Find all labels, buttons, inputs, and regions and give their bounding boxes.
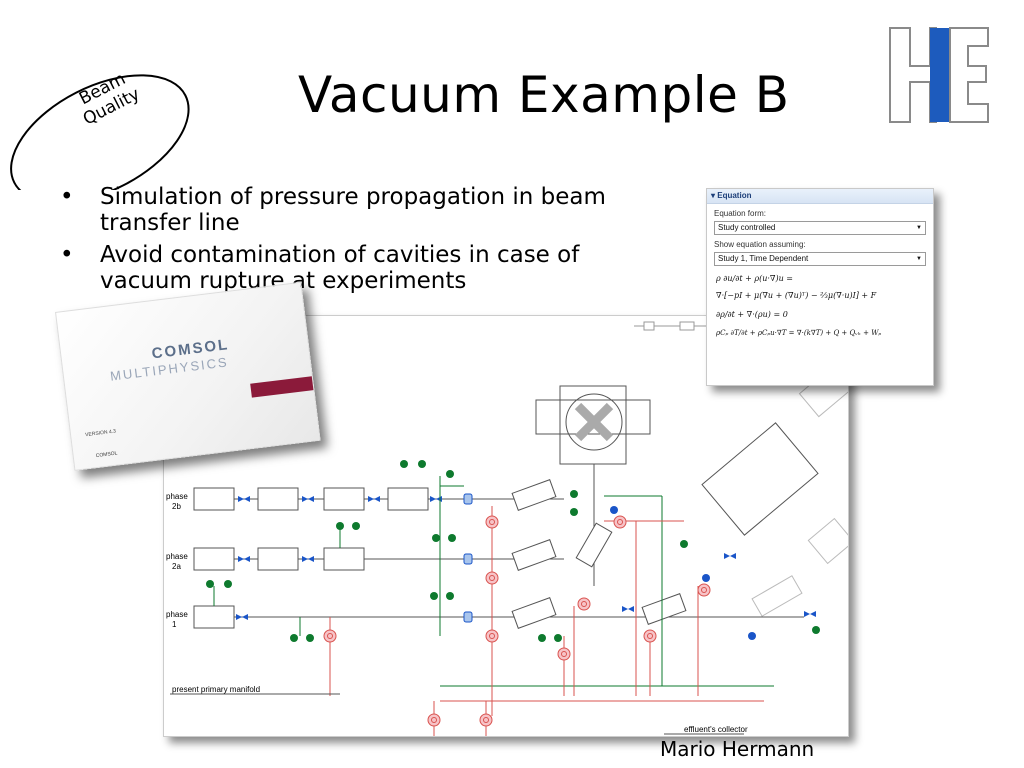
equation-momentum-1: ρ ∂u/∂t + ρ(u·∇)u = — [716, 274, 793, 283]
assume-value: Study 1, Time Dependent — [718, 254, 809, 263]
comsol-version: VERSION 4.3 — [84, 428, 117, 439]
comsol-splash-card: COMSOL MULTIPHYSICS VERSION 4.3 COMSOL — [55, 281, 321, 471]
bullet-list: • Simulation of pressure propagation in … — [60, 184, 620, 300]
slide-title: Vacuum Example B — [298, 66, 790, 124]
assume-label: Show equation assuming: — [714, 240, 806, 249]
comsol-accent-bar — [250, 376, 314, 398]
equation-heat: ρCₚ ∂T/∂t + ρCₚu·∇T = ∇·(k∇T) + Q + Qᵥₕ … — [716, 329, 882, 337]
collector-label: effluent's collector — [684, 725, 748, 734]
assume-select[interactable]: Study 1, Time Dependent ▼ — [714, 252, 926, 266]
equation-form-select[interactable]: Study controlled ▼ — [714, 221, 926, 235]
bullet-item: • Simulation of pressure propagation in … — [60, 184, 620, 236]
phase-1-label-top: phase — [166, 610, 188, 619]
comsol-footer: COMSOL — [95, 450, 118, 460]
phase-1-label-bottom: 1 — [172, 620, 177, 629]
bullet-text: Simulation of pressure propagation in be… — [100, 184, 606, 236]
phase-2a-label-top: phase — [166, 552, 188, 561]
bullet-item: • Avoid contamination of cavities in cas… — [60, 242, 620, 294]
manifold-label: present primary manifold — [172, 685, 260, 694]
bullet-dot: • — [60, 184, 74, 210]
phase-2b-label-top: phase — [166, 492, 188, 501]
equation-continuity: ∂ρ/∂t + ∇·(ρu) = 0 — [716, 310, 788, 319]
chevron-down-icon: ▼ — [916, 225, 922, 231]
equation-momentum-2: ∇·[−pI + μ(∇u + (∇u)ᵀ) − ⅔μ(∇·u)I] + F — [716, 291, 877, 300]
beam-quality-oval — [10, 74, 190, 190]
equation-form-value: Study controlled — [718, 223, 776, 232]
equation-form-label: Equation form: — [714, 209, 767, 218]
vacuum-schematic: phase 2b phase 2a phase 1 present primar… — [166, 321, 855, 736]
chevron-down-icon: ▼ — [916, 256, 922, 262]
bullet-dot: • — [60, 242, 74, 268]
he-logo — [889, 27, 989, 123]
equation-header-label: Equation — [717, 191, 752, 200]
equation-header[interactable]: ▾ Equation — [707, 189, 933, 204]
author-name: Mario Hermann — [660, 737, 815, 761]
phase-2a-label-bottom: 2a — [172, 562, 181, 571]
equation-panel: ▾ Equation Equation form: Study controll… — [706, 188, 934, 386]
bullet-text: Avoid contamination of cavities in case … — [100, 242, 580, 294]
phase-2b-label-bottom: 2b — [172, 502, 181, 511]
